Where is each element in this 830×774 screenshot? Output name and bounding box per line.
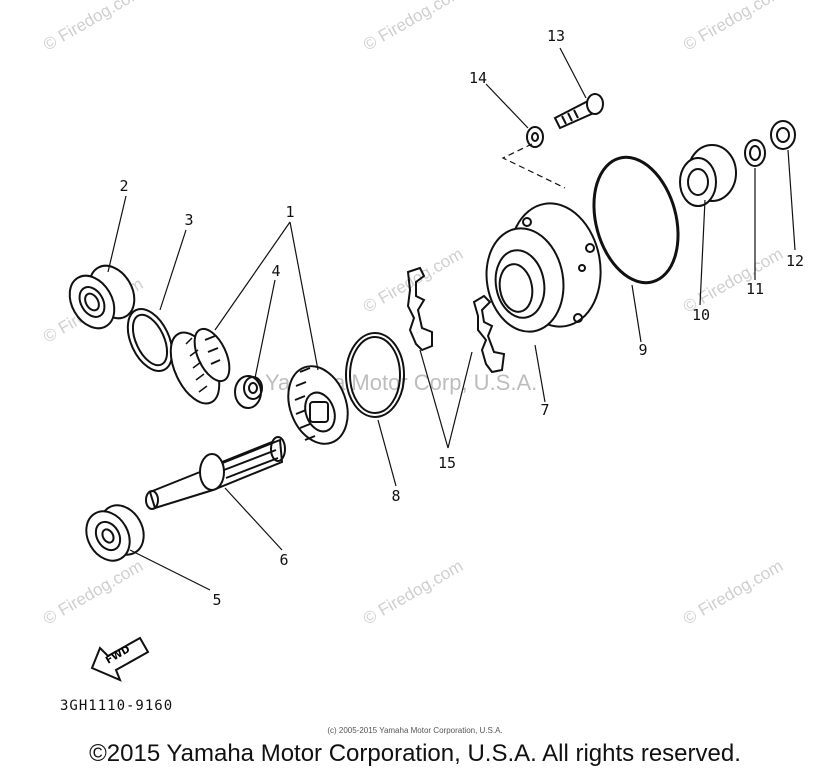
leader-lines (107, 47, 796, 591)
callout-15: 15 (437, 454, 457, 472)
callout-13: 13 (546, 27, 566, 45)
washer-part-11 (744, 139, 766, 167)
bearing-part-2 (68, 264, 136, 330)
callout-9: 9 (638, 341, 648, 359)
callout-12: 12 (785, 252, 805, 270)
callout-7: 7 (540, 401, 550, 419)
copyright-notice: ©2015 Yamaha Motor Corporation, U.S.A. A… (89, 740, 741, 767)
shim-part-3 (126, 308, 174, 372)
bevel-gear-part-1 (287, 365, 349, 445)
small-copyright: (c) 2005-2015 Yamaha Motor Corporation, … (327, 726, 503, 735)
bolt-part-13 (553, 93, 604, 130)
shaft-part-6 (145, 436, 286, 510)
callout-3: 3 (184, 211, 194, 229)
nut-part-12 (770, 120, 796, 150)
washer-part-14 (526, 126, 544, 148)
coupling-part-10 (679, 144, 737, 207)
nut-part-4 (234, 375, 263, 409)
callout-10: 10 (691, 306, 711, 324)
housing-part-7 (485, 202, 602, 333)
o-ring-part-9 (592, 155, 680, 285)
callout-5: 5 (212, 591, 222, 609)
o-ring-part-8 (345, 332, 405, 418)
part-number: 3GH1110-9160 (60, 698, 174, 714)
callout-6: 6 (279, 551, 289, 569)
callout-4: 4 (271, 262, 281, 280)
callout-8: 8 (391, 487, 401, 505)
callout-11: 11 (745, 280, 765, 298)
clip-part-15 (406, 266, 506, 374)
bearing-part-5 (85, 504, 145, 562)
fwd-arrow-icon (90, 636, 150, 682)
callout-14: 14 (468, 69, 488, 87)
callout-2: 2 (119, 177, 129, 195)
pinion-gear-part-1 (169, 327, 231, 405)
callout-1: 1 (285, 203, 295, 221)
